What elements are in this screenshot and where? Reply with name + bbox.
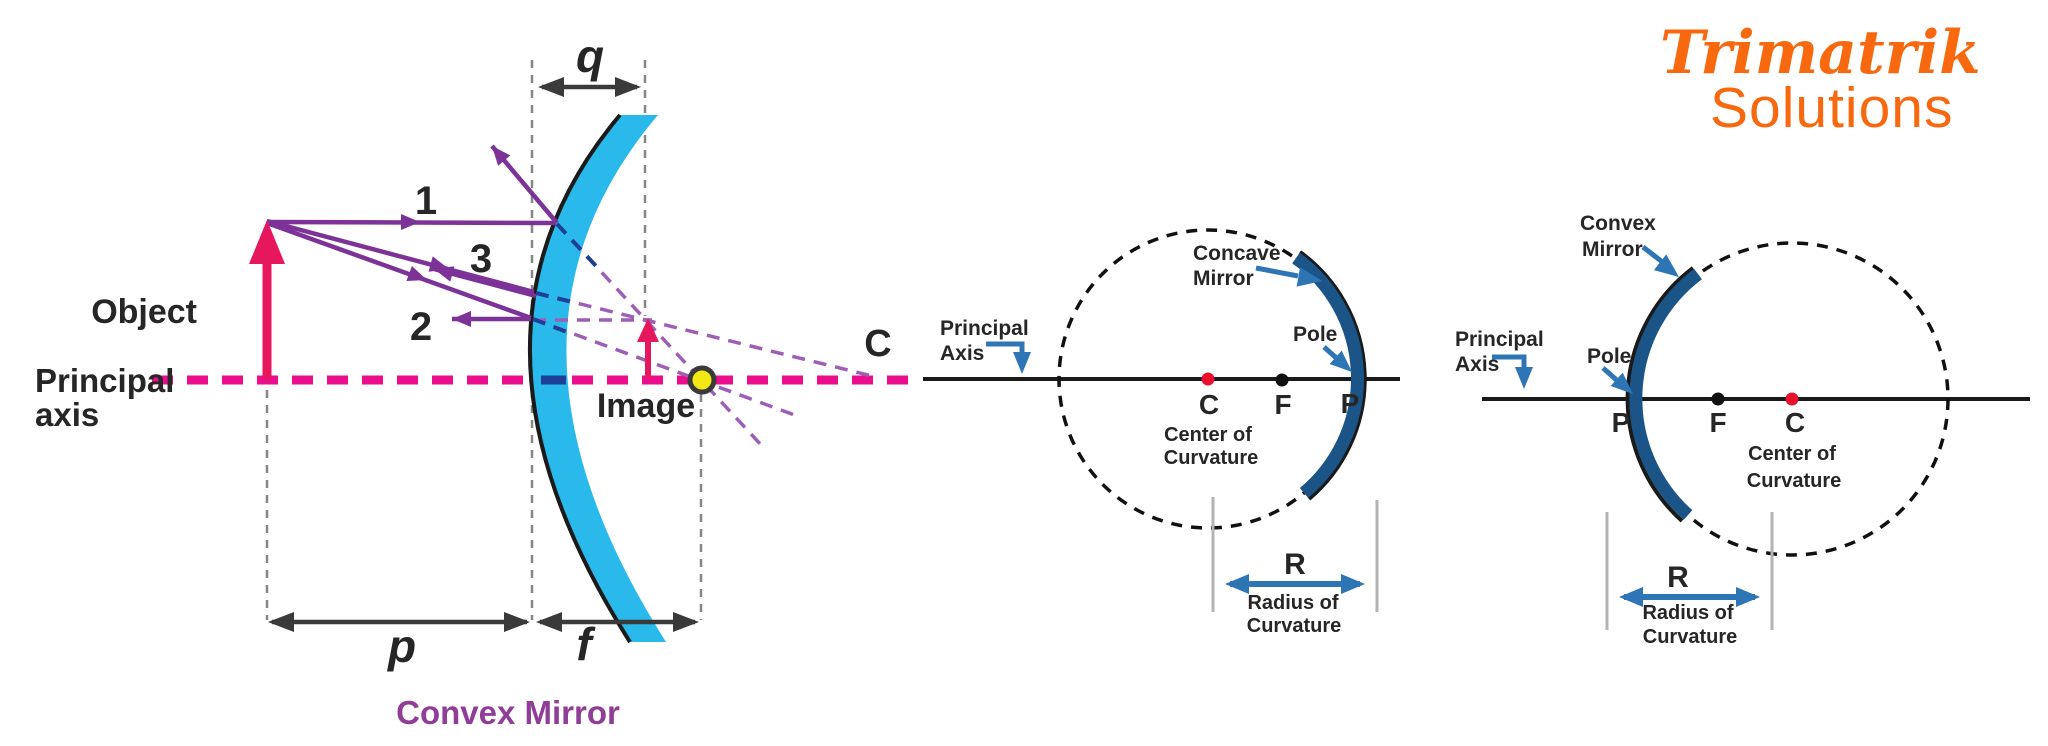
ray2-incident <box>266 220 532 321</box>
center-dot <box>1201 372 1215 386</box>
pole-label: Pole <box>1293 323 1337 346</box>
ray1-reflected-arrowhead <box>492 146 511 166</box>
convex-mirror-caption: Convex Mirror <box>396 694 620 731</box>
p-label: P <box>1341 388 1360 419</box>
center-of-curvature-line1: Center of <box>1164 424 1252 446</box>
axis-label-line2: Axis <box>1455 353 1499 376</box>
p-distance-label: p <box>386 620 416 672</box>
r-label: R <box>1284 548 1306 581</box>
virtual-ray2-extension <box>532 317 801 419</box>
p-label: P <box>1612 407 1631 438</box>
image-arrowhead <box>637 318 659 342</box>
p-arrowhead-right <box>504 612 530 632</box>
brand-logo: Trimatrik Solutions <box>1660 18 1981 140</box>
focus-dot <box>1275 373 1289 387</box>
image-label: Image <box>597 387 695 425</box>
ray3-incident <box>266 218 535 295</box>
r-label: R <box>1667 561 1689 594</box>
pole-pointer-head <box>1610 372 1633 394</box>
pole-pointer-head <box>1329 350 1352 372</box>
ray2-label: 2 <box>410 305 432 349</box>
ray1-label: 1 <box>415 179 437 223</box>
navy-extension-1 <box>555 222 599 269</box>
radius-arrowhead-right <box>1736 587 1760 607</box>
concave-mirror-arc <box>1292 252 1365 498</box>
axis-label-line1: Principal <box>1455 328 1544 351</box>
f-distance-label: f <box>576 618 596 670</box>
virtual-ray3-extension <box>535 291 873 378</box>
ray2-arrowhead <box>406 265 427 282</box>
c-label: C <box>1199 389 1219 420</box>
ray3-label: 3 <box>470 237 492 281</box>
center-of-curvature-line2: Curvature <box>1747 470 1841 492</box>
navy-extension-3 <box>535 291 577 305</box>
radius-arrowhead-left <box>1225 574 1249 594</box>
convex-ray-diagram: Object Principal axis Image C 1 3 2 q p … <box>35 30 922 731</box>
ray2-reflected-arrowhead <box>452 311 471 327</box>
convex-mirror-arc <box>1629 268 1702 520</box>
center-of-curvature-line1: Center of <box>1748 443 1836 465</box>
f-label: F <box>1274 389 1291 420</box>
navy-extension-2 <box>532 317 573 336</box>
brand-subtitle: Solutions <box>1710 76 1954 140</box>
principal-axis-label-line1: Principal <box>35 362 174 399</box>
radius-arrowhead-left <box>1619 587 1643 607</box>
mirror-pointer-head <box>1653 254 1679 277</box>
mirror-label-line1: Concave <box>1193 242 1281 265</box>
concave-mirror-diagram: Concave Mirror Principal Axis Pole C F P… <box>923 228 1400 637</box>
convex-mirror-diagram: Convex Mirror Principal Axis Pole P F C … <box>1455 212 2030 648</box>
principal-axis-label-line2: axis <box>35 396 99 433</box>
center-dot <box>1785 392 1799 406</box>
radius-of-curvature-line2: Curvature <box>1247 615 1341 637</box>
axis-label-line2: Axis <box>940 342 984 365</box>
radius-of-curvature-line2: Curvature <box>1643 626 1737 648</box>
c-label: C <box>1785 407 1805 438</box>
pole-label: Pole <box>1587 345 1631 368</box>
mirror-label-line1: Convex <box>1580 212 1656 235</box>
focal-point-dot <box>687 365 717 395</box>
convex-mirror-edge <box>527 113 632 644</box>
radius-of-curvature-line1: Radius of <box>1642 602 1733 624</box>
radius-arrowhead-right <box>1341 574 1365 594</box>
focus-dot <box>1711 392 1725 406</box>
axis-label-line1: Principal <box>940 317 1029 340</box>
q-arrowhead-right <box>615 77 641 97</box>
center-of-curvature-line2: Curvature <box>1164 447 1258 469</box>
brand-name: Trimatrik <box>1660 18 1981 88</box>
f-label: F <box>1709 407 1726 438</box>
principal-axis-pointer-head <box>1013 352 1031 374</box>
q-distance-label: q <box>576 30 604 82</box>
radius-of-curvature-line1: Radius of <box>1247 592 1338 614</box>
center-c-label: C <box>864 323 891 365</box>
object-arrowhead <box>249 220 285 264</box>
mirror-back-edge <box>1298 250 1367 501</box>
mirror-pointer-head <box>1296 266 1322 287</box>
mirror-label-line2: Mirror <box>1193 267 1254 290</box>
mirror-pointer <box>1255 265 1299 279</box>
ray3-reflected-arrowhead <box>434 266 455 282</box>
f-arrowhead-right <box>673 612 699 632</box>
q-arrowhead-left <box>538 77 564 97</box>
object-label: Object <box>91 293 197 331</box>
mirror-label-line2: Mirror <box>1582 238 1643 261</box>
ray1-arrowhead <box>401 214 420 230</box>
p-arrowhead-left <box>268 612 294 632</box>
f-arrowhead-left <box>536 612 562 632</box>
principal-axis-pointer-head <box>1515 367 1533 389</box>
